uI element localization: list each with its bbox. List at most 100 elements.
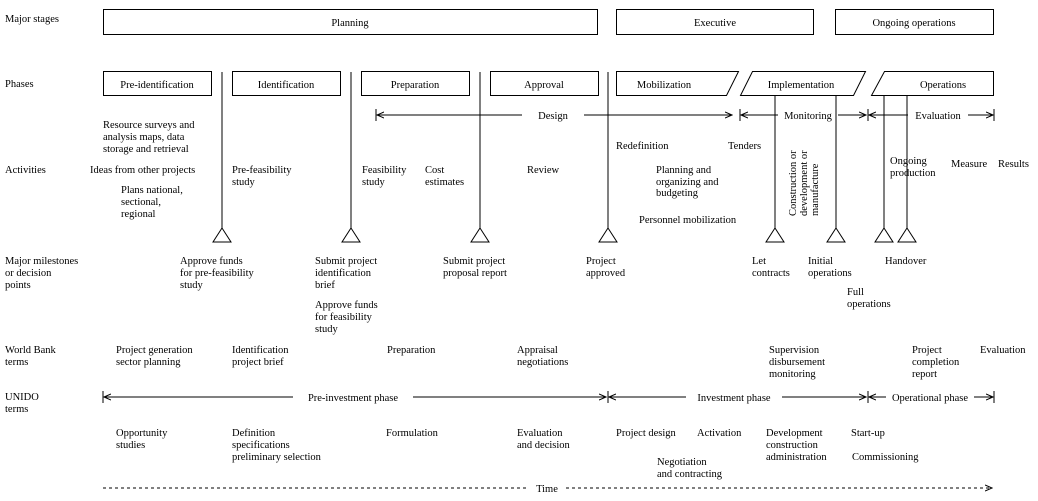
row-label-world-bank-2: terms bbox=[5, 357, 28, 368]
milestone-approve-funds-pf-1: Approve funds bbox=[180, 256, 243, 267]
milestone-approve-funds-pf-3: study bbox=[180, 280, 204, 291]
wb-supervision-1: Supervision bbox=[769, 345, 820, 356]
unido-activation: Activation bbox=[697, 428, 742, 439]
milestone-let-contracts-2: contracts bbox=[752, 268, 790, 279]
milestone-approve-funds-pf-2: for pre-feasibility bbox=[180, 268, 255, 279]
milestone-triangle-3 bbox=[470, 227, 490, 243]
activity-planning-org-1: Planning and bbox=[656, 165, 712, 176]
stage-box-planning bbox=[103, 9, 598, 35]
milestone-triangle-7 bbox=[874, 227, 894, 243]
stage-box-ongoing bbox=[835, 9, 994, 35]
milestone-handover: Handover bbox=[885, 256, 927, 267]
milestone-triangle-2 bbox=[341, 227, 361, 243]
activity-planning-org-2: organizing and bbox=[656, 177, 719, 188]
activity-tenders: Tenders bbox=[728, 141, 761, 152]
phase-box-operations bbox=[870, 71, 994, 96]
milestone-project-approved-1: Project bbox=[586, 256, 616, 267]
wb-identification-2: project brief bbox=[232, 357, 284, 368]
unido-investment: Investment phase bbox=[697, 393, 771, 404]
phase-approval: Approval bbox=[524, 80, 564, 91]
milestone-triangle-1 bbox=[212, 227, 232, 243]
span-design: Design bbox=[538, 111, 568, 122]
unido-definition-1: Definition bbox=[232, 428, 276, 439]
row-label-milestones-3: points bbox=[5, 280, 31, 291]
time-label: Time bbox=[536, 484, 558, 495]
unido-pre-investment: Pre-investment phase bbox=[308, 393, 398, 404]
row-label-milestones-2: or decision bbox=[5, 268, 52, 279]
unido-opportunity-2: studies bbox=[116, 440, 145, 451]
unido-development-1: Development bbox=[766, 428, 823, 439]
milestone-project-approved-2: approved bbox=[586, 268, 626, 279]
activity-resource-surveys-2: analysis maps, data bbox=[103, 132, 185, 143]
unido-definition-3: preliminary selection bbox=[232, 452, 322, 463]
unido-startup: Start-up bbox=[851, 428, 885, 439]
phase-pre-identification: Pre-identification bbox=[120, 80, 194, 91]
unido-project-design: Project design bbox=[616, 428, 677, 439]
activity-ongoing-production-2: production bbox=[890, 168, 936, 179]
activity-personnel: Personnel mobilization bbox=[639, 215, 737, 226]
milestone-triangle-8 bbox=[897, 227, 917, 243]
phase-box-preparation bbox=[361, 71, 470, 96]
activity-measure: Measure bbox=[951, 159, 987, 170]
unido-development-2: construction bbox=[766, 440, 819, 451]
stage-executive: Executive bbox=[694, 18, 736, 29]
wb-preparation: Preparation bbox=[387, 345, 436, 356]
milestone-initial-operations-1: Initial bbox=[808, 256, 833, 267]
phase-box-pre-identification bbox=[103, 71, 212, 96]
activity-plans-1: Plans national, bbox=[121, 185, 183, 196]
phase-box-approval bbox=[490, 71, 599, 96]
row-label-milestones-1: Major milestones bbox=[5, 256, 78, 267]
activity-cost-1: Cost bbox=[425, 165, 444, 176]
activity-prefeasibility-1: Pre-feasibility bbox=[232, 165, 292, 176]
milestone-submit-proposal-2: proposal report bbox=[443, 268, 507, 279]
phase-mobilization: Mobilization bbox=[637, 80, 692, 91]
phase-box-implementation bbox=[739, 71, 867, 96]
unido-opportunity-1: Opportunity bbox=[116, 428, 168, 439]
wb-supervision-3: monitoring bbox=[769, 369, 816, 380]
row-label-unido-1: UNIDO bbox=[5, 392, 39, 403]
activity-feasibility-1: Feasibility bbox=[362, 165, 407, 176]
stage-ongoing: Ongoing operations bbox=[872, 18, 955, 29]
milestone-triangle-4 bbox=[598, 227, 618, 243]
row-label-activities: Activities bbox=[5, 165, 46, 176]
milestone-submit-brief-3: brief bbox=[315, 280, 335, 291]
unido-negotiation-2: and contracting bbox=[657, 469, 723, 480]
unido-formulation: Formulation bbox=[386, 428, 439, 439]
wb-completion-3: report bbox=[912, 369, 937, 380]
milestone-submit-brief-2: identification bbox=[315, 268, 372, 279]
row-label-phases: Phases bbox=[5, 79, 34, 90]
row-label-major-stages: Major stages bbox=[5, 14, 59, 25]
activity-planning-org-3: budgeting bbox=[656, 188, 699, 199]
span-evaluation: Evaluation bbox=[915, 111, 961, 122]
phase-operations: Operations bbox=[920, 80, 966, 91]
wb-completion-2: completion bbox=[912, 357, 960, 368]
phase-identification: Identification bbox=[258, 80, 315, 91]
wb-identification-1: Identification bbox=[232, 345, 289, 356]
activity-ideas: Ideas from other projects bbox=[90, 165, 195, 176]
span-monitoring: Monitoring bbox=[784, 111, 833, 122]
wb-appraisal-1: Appraisal bbox=[517, 345, 558, 356]
phase-preparation: Preparation bbox=[391, 80, 440, 91]
milestone-let-contracts-1: Let bbox=[752, 256, 766, 267]
unido-definition-2: specifications bbox=[232, 440, 290, 451]
activity-construction-group: Construction or development or manufactu… bbox=[788, 150, 821, 216]
activity-resource-surveys-1: Resource surveys and bbox=[103, 120, 195, 131]
unido-negotiation-1: Negotiation bbox=[657, 457, 707, 468]
wb-evaluation: Evaluation bbox=[980, 345, 1026, 356]
wb-completion-1: Project bbox=[912, 345, 942, 356]
milestone-triangle-6 bbox=[826, 227, 846, 243]
phase-box-identification bbox=[232, 71, 341, 96]
stage-box-executive bbox=[616, 9, 814, 35]
milestone-approve-funds-fs-2: for feasibility bbox=[315, 312, 373, 323]
unido-operational: Operational phase bbox=[892, 393, 968, 404]
activity-ongoing-production-1: Ongoing bbox=[890, 156, 928, 167]
activity-plans-3: regional bbox=[121, 209, 155, 220]
unido-evaluation-decision-1: Evaluation bbox=[517, 428, 563, 439]
milestone-approve-funds-fs-3: study bbox=[315, 324, 339, 335]
activity-resource-surveys-3: storage and retrieval bbox=[103, 144, 189, 155]
activity-redefinition: Redefinition bbox=[616, 141, 669, 152]
wb-supervision-2: disbursement bbox=[769, 357, 825, 368]
activity-cost-2: estimates bbox=[425, 177, 464, 188]
activity-plans-2: sectional, bbox=[121, 197, 161, 208]
